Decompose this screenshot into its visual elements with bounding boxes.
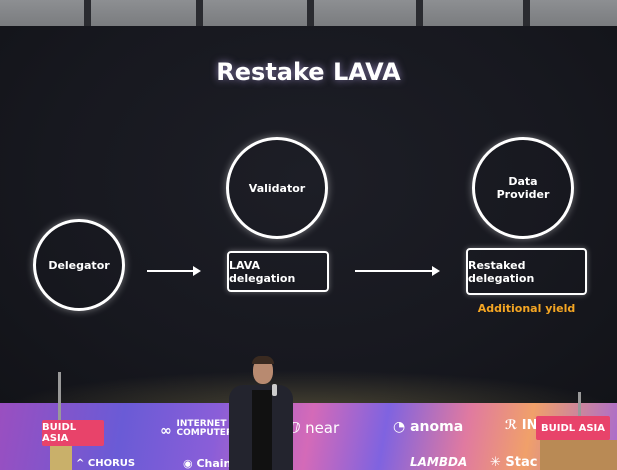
logo-near: ⅅ near	[288, 419, 340, 437]
arrow-right-icon	[147, 266, 201, 276]
arrow-right-icon	[355, 266, 440, 276]
speaker-hair	[252, 356, 274, 364]
data-provider-label: Data Provider	[496, 175, 550, 201]
speaker-shirt	[252, 390, 272, 470]
ceiling-panel	[91, 0, 196, 26]
microphone-stand	[58, 372, 61, 422]
delegator-node: Delegator	[33, 219, 125, 311]
logo-chain: ◉ Chain	[183, 457, 232, 470]
ceiling-panel	[203, 0, 307, 26]
logo-lambda: LAMBDA	[410, 455, 468, 469]
logo-stac: ✳ Stac	[490, 455, 538, 470]
logo-anoma: ◔ anoma	[393, 419, 464, 435]
ceiling-panel	[314, 0, 416, 26]
restaked-delegation-label: Restaked delegation	[468, 258, 535, 285]
restaked-delegation-box: Restaked delegation	[466, 248, 587, 295]
validator-node: Validator	[226, 137, 328, 239]
podium-sign-left: BUIDL ASIA	[42, 420, 104, 446]
podium-right	[540, 440, 617, 470]
ceiling-panel	[423, 0, 523, 26]
logo-in: ℛ IN	[505, 418, 538, 433]
ceiling	[0, 0, 617, 28]
podium-sign-right: BUIDL ASIA	[536, 416, 610, 440]
logo-chorus: ^ CHORUS	[76, 458, 136, 469]
microphone-stand	[578, 392, 581, 422]
additional-yield-note: Additional yield	[477, 302, 576, 315]
speaker-head	[253, 358, 273, 384]
validator-label: Validator	[248, 181, 306, 195]
slide-title: Restake LAVA	[216, 58, 401, 86]
logo-internet-computer: ∞ INTERNET COMPUTER	[160, 419, 233, 439]
data-provider-node: Data Provider	[472, 137, 574, 239]
ceiling-panel	[0, 0, 84, 26]
handheld-microphone	[272, 384, 277, 396]
delegator-label: Delegator	[48, 258, 110, 272]
lava-delegation-box: LAVA delegation	[227, 251, 329, 292]
lava-delegation-label: LAVA delegation	[229, 258, 296, 285]
podium-left	[50, 446, 72, 470]
ceiling-panel	[530, 0, 617, 26]
